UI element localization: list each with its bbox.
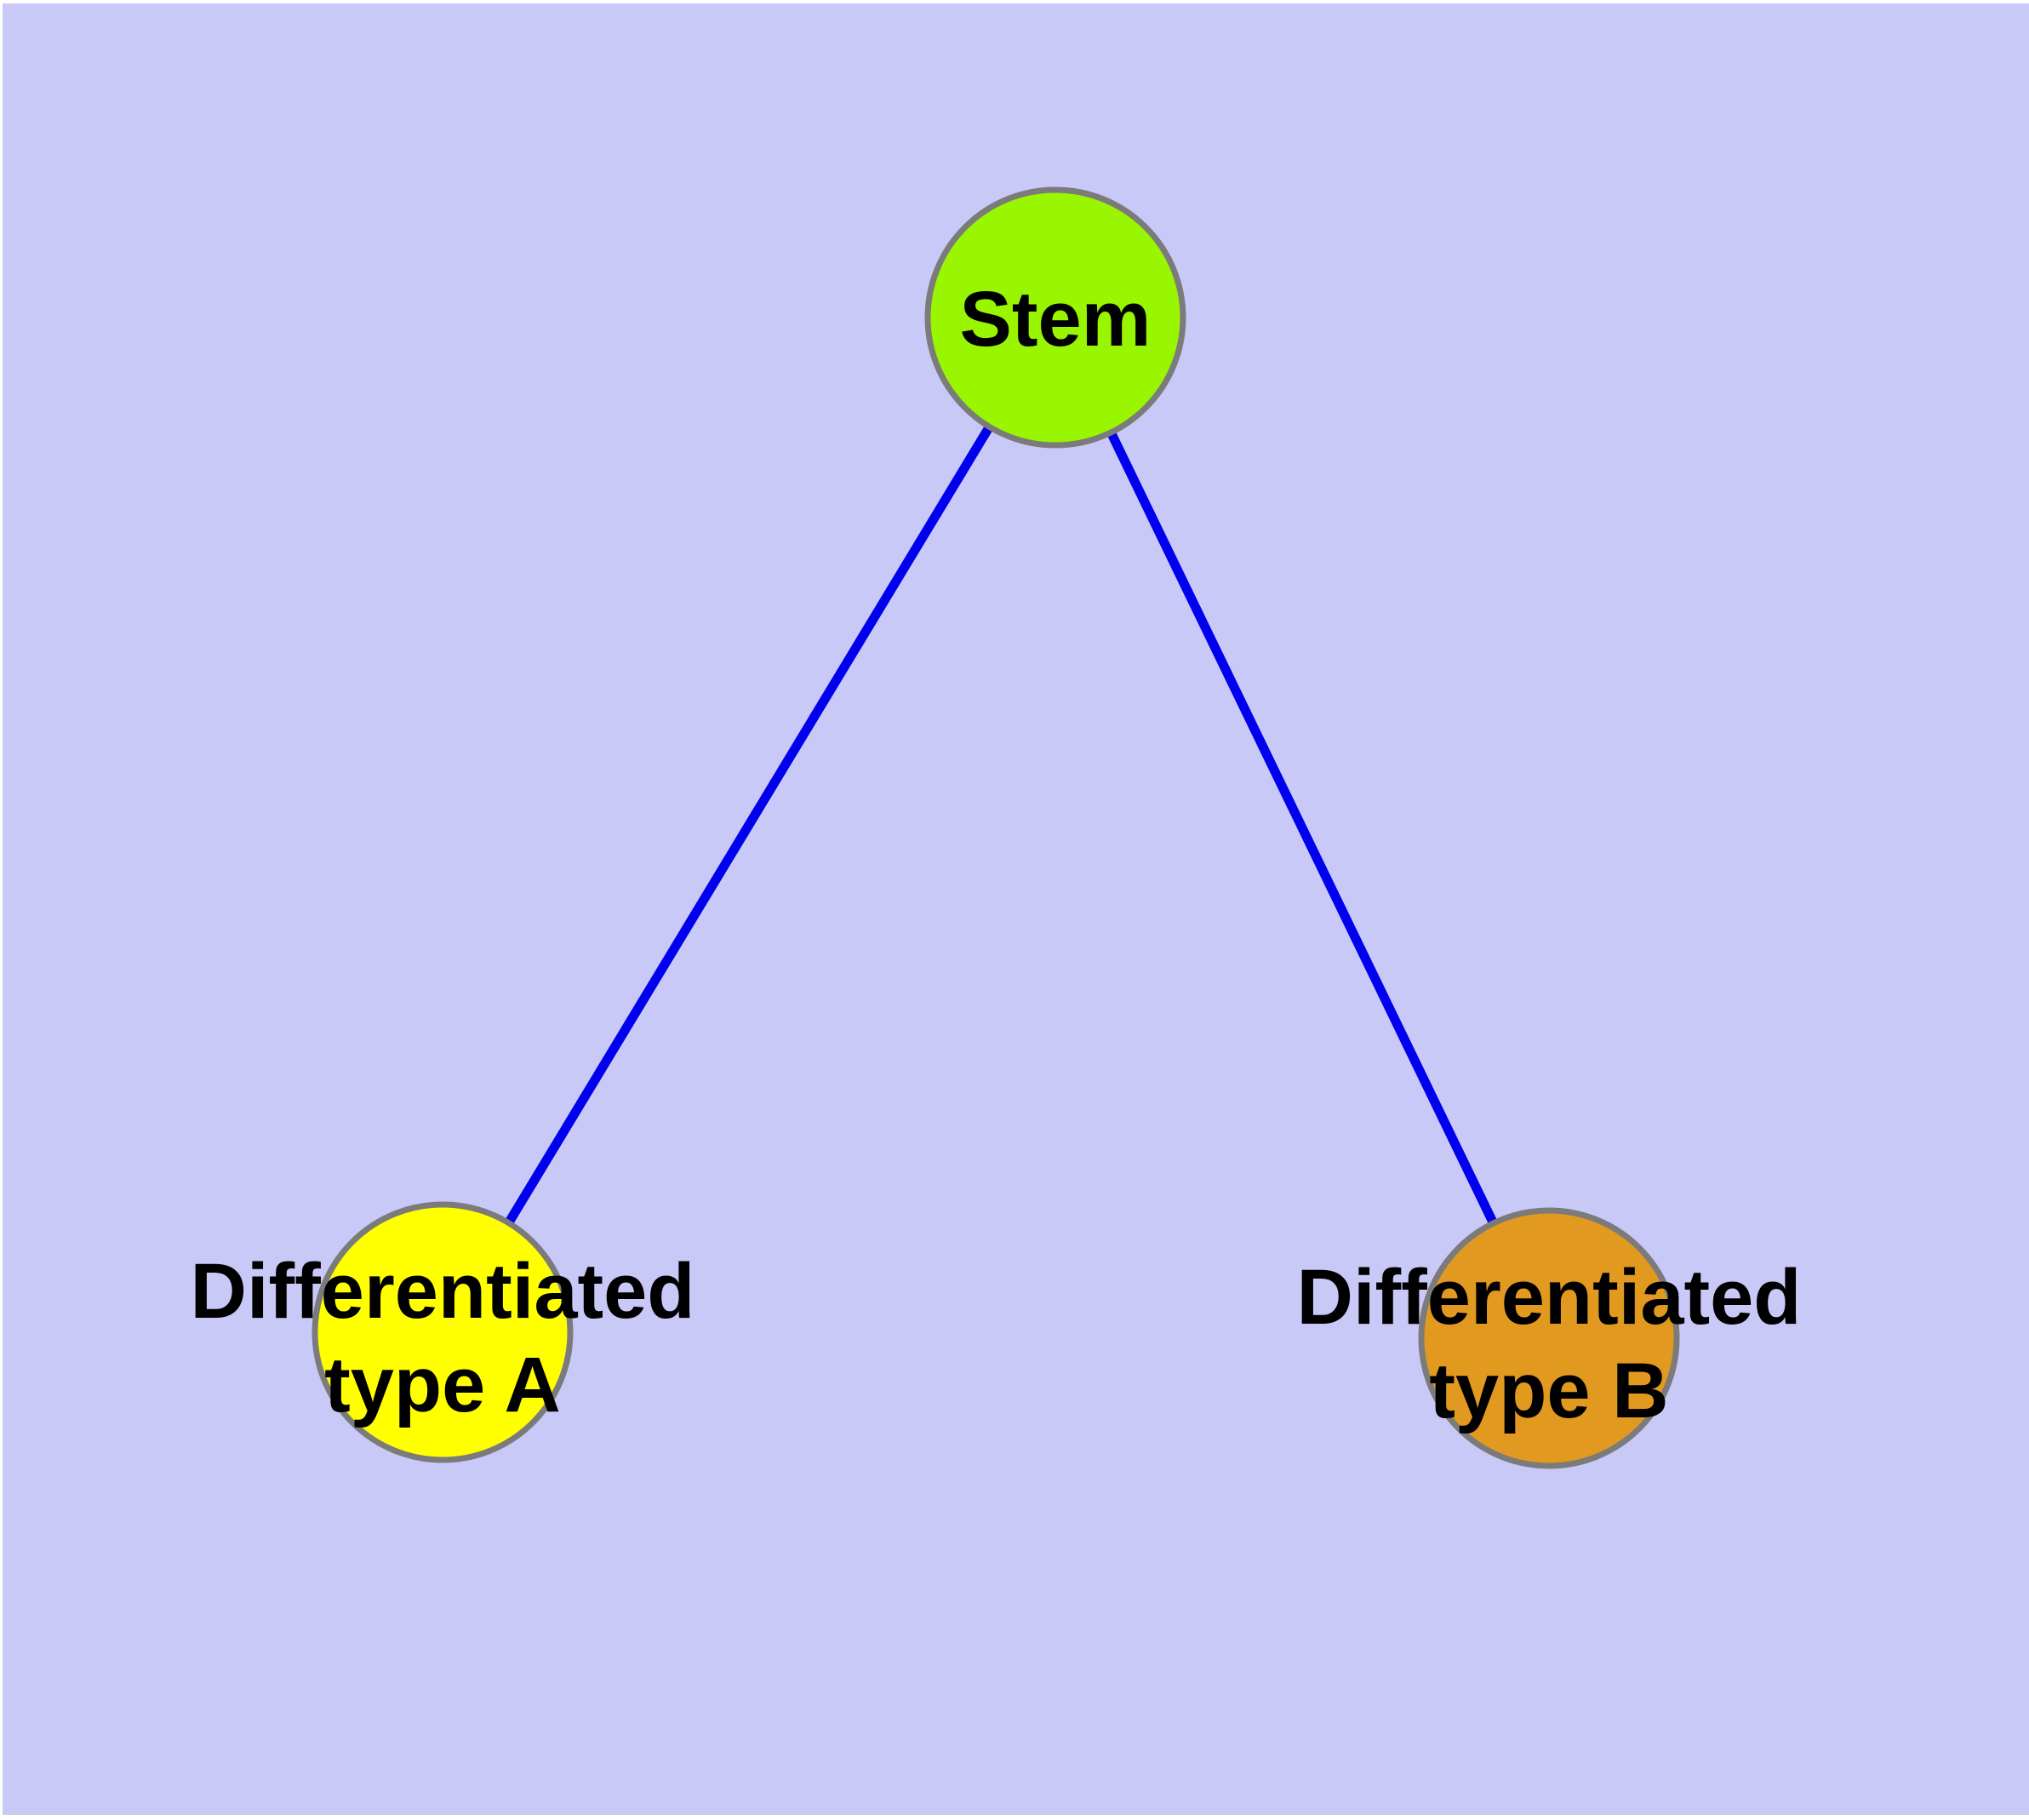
node-type-a-label-line1: Differentiated <box>191 1248 695 1335</box>
node-type-b-label-line1: Differentiated <box>1297 1254 1802 1341</box>
node-stem <box>924 186 1186 449</box>
node-type-a-label-line2: type A <box>324 1342 561 1428</box>
node-stem-label: Stem <box>960 276 1152 363</box>
node-differentiated-type-a <box>311 1201 574 1463</box>
node-type-b-label-line2: type B <box>1429 1348 1668 1434</box>
edge-stem-to-type-a <box>438 315 1060 1335</box>
node-differentiated-type-b <box>1418 1207 1680 1469</box>
edge-stem-to-type-b <box>1051 315 1553 1341</box>
